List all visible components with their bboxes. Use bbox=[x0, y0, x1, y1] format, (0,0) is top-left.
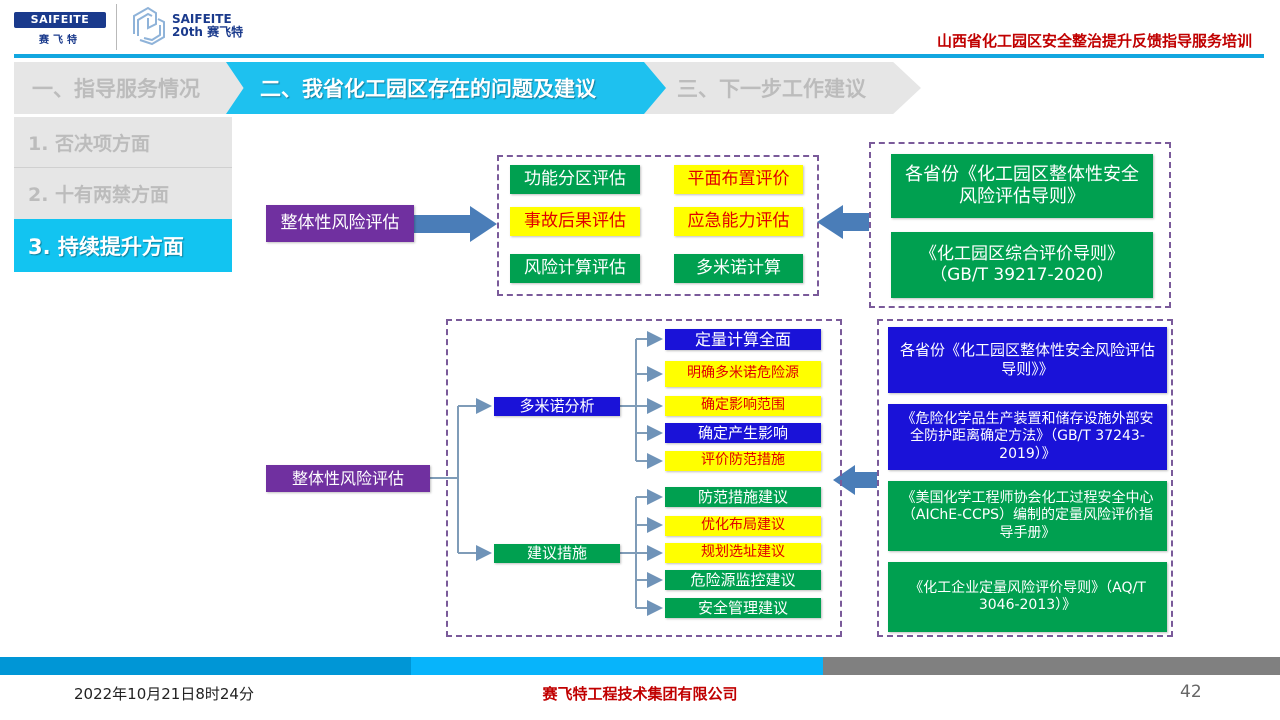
node-label: 整体性风险评估 bbox=[280, 212, 400, 233]
leaf-label: 规划选址建议 bbox=[701, 544, 785, 561]
logo2-line2: 20th 赛飞特 bbox=[172, 25, 244, 39]
footer-bar-segment bbox=[411, 657, 823, 675]
arrow-left-icon bbox=[817, 205, 869, 239]
logo-brand-text: SAIFEITE bbox=[14, 12, 106, 28]
item-label: 风险计算评估 bbox=[524, 257, 626, 278]
reference-label: 各省份《化工园区整体性安全风险评估导则》 bbox=[905, 163, 1139, 208]
reference-gbt-37243: 《危险化学品生产装置和储存设施外部安全防护距离确定方法》（GB/T 37243-… bbox=[888, 404, 1167, 470]
item-domino-calculation: 多米诺计算 bbox=[674, 254, 803, 283]
tab-label: 一、指导服务情况 bbox=[32, 77, 200, 101]
arrow-right-icon bbox=[413, 206, 497, 242]
branch-domino-analysis: 多米诺分析 bbox=[494, 397, 620, 416]
reference-gbt-39217: 《化工园区综合评价导则》（GB/T 39217-2020） bbox=[891, 232, 1153, 298]
logo-cn-text: 赛飞特 bbox=[39, 35, 81, 46]
submenu-item-ten-two[interactable]: 2. 十有两禁方面 bbox=[14, 168, 232, 219]
leaf-label: 确定影响范围 bbox=[701, 397, 785, 414]
leaf-quantitative-calculation: 定量计算全面 bbox=[665, 329, 821, 350]
item-risk-calculation: 风险计算评估 bbox=[510, 254, 640, 283]
tab-next-steps[interactable]: 三、下一步工作建议 bbox=[643, 62, 921, 114]
item-label: 多米诺计算 bbox=[696, 257, 781, 278]
branch-label: 建议措施 bbox=[526, 544, 587, 563]
leaf-label: 评价防范措施 bbox=[701, 452, 785, 469]
logo-divider bbox=[116, 4, 117, 50]
company-logo: SAIFEITE 赛飞特 bbox=[14, 8, 106, 48]
leaf-label: 安全管理建议 bbox=[697, 598, 788, 617]
item-functional-zoning: 功能分区评估 bbox=[510, 165, 640, 194]
leaf-determine-impact-range: 确定影响范围 bbox=[665, 396, 821, 416]
leaf-label: 优化布局建议 bbox=[701, 517, 785, 534]
item-label: 功能分区评估 bbox=[524, 168, 626, 189]
reference-label: 《化工企业定量风险评价导则》（AQ/T 3046-2013）》 bbox=[909, 579, 1146, 614]
submenu-label: 1. 否决项方面 bbox=[28, 132, 151, 155]
node-label: 整体性风险评估 bbox=[291, 468, 404, 488]
leaf-layout-optimization: 优化布局建议 bbox=[665, 516, 821, 536]
footer-datetime: 2022年10月21日8时24分 bbox=[74, 685, 254, 703]
bottom-references-group bbox=[877, 319, 1173, 637]
reference-label: 《化工园区综合评价导则》（GB/T 39217-2020） bbox=[920, 243, 1124, 285]
tab-label: 二、我省化工园区存在的问题及建议 bbox=[260, 77, 596, 101]
leaf-label: 危险源监控建议 bbox=[690, 570, 796, 589]
tab-guidance-service[interactable]: 一、指导服务情况 bbox=[14, 62, 246, 114]
branch-label: 多米诺分析 bbox=[519, 397, 595, 416]
reference-aiche-ccps: 《美国化学工程师协会化工过程安全中心（AIChE-CCPS）编制的定量风险评价指… bbox=[888, 481, 1167, 551]
header-divider bbox=[14, 54, 1264, 58]
submenu-item-veto[interactable]: 1. 否决项方面 bbox=[14, 117, 232, 168]
leaf-identify-domino-hazards: 明确多米诺危险源 bbox=[665, 361, 821, 387]
leaf-label: 确定产生影响 bbox=[697, 423, 788, 442]
anniversary-logo-text: SAIFEITE 20th 赛飞特 bbox=[172, 13, 243, 39]
leaf-determine-impact: 确定产生影响 bbox=[665, 423, 821, 443]
reference-provincial-guideline: 各省份《化工园区整体性安全风险评估导则》 bbox=[891, 154, 1153, 218]
reference-label: 《美国化学工程师协会化工过程安全中心（AIChE-CCPS）编制的定量风险评价指… bbox=[901, 489, 1154, 541]
tab-label: 三、下一步工作建议 bbox=[677, 77, 866, 101]
top-references-group bbox=[869, 142, 1171, 308]
footer-bar-segment bbox=[823, 657, 1280, 675]
leaf-safety-management: 安全管理建议 bbox=[665, 598, 821, 618]
leaf-label: 防范措施建议 bbox=[697, 487, 788, 506]
page-title: 山西省化工园区安全整治提升反馈指导服务培训 bbox=[936, 32, 1252, 50]
branch-recommended-measures: 建议措施 bbox=[494, 544, 620, 563]
item-layout-evaluation: 平面布置评价 bbox=[674, 165, 803, 194]
item-emergency-capability: 应急能力评估 bbox=[674, 207, 803, 236]
leaf-hazard-monitoring: 危险源监控建议 bbox=[665, 570, 821, 590]
assessment-items-group bbox=[497, 155, 819, 296]
leaf-label: 定量计算全面 bbox=[694, 329, 791, 349]
logo2-line1: SAIFEITE bbox=[172, 12, 232, 26]
submenu-label: 3. 持续提升方面 bbox=[28, 234, 184, 259]
leaf-site-selection: 规划选址建议 bbox=[665, 543, 821, 563]
item-label: 应急能力评估 bbox=[687, 210, 790, 231]
submenu-label: 2. 十有两禁方面 bbox=[28, 184, 170, 206]
item-accident-consequence: 事故后果评估 bbox=[510, 207, 640, 236]
reference-label: 《危险化学品生产装置和储存设施外部安全防护距离确定方法》（GB/T 37243-… bbox=[901, 410, 1154, 462]
leaf-evaluate-prevention: 评价防范措施 bbox=[665, 451, 821, 471]
reference-aqt-3046: 《化工企业定量风险评价导则》（AQ/T 3046-2013）》 bbox=[888, 562, 1167, 632]
reference-label: 各省份《化工园区整体性安全风险评估导则》》 bbox=[899, 341, 1155, 378]
footer-company: 赛飞特工程技术集团有限公司 bbox=[542, 685, 738, 703]
tab-problems-suggestions[interactable]: 二、我省化工园区存在的问题及建议 bbox=[226, 62, 666, 114]
reference-provincial-guideline-2: 各省份《化工园区整体性安全风险评估导则》》 bbox=[888, 327, 1167, 393]
leaf-prevention-suggestions: 防范措施建议 bbox=[665, 487, 821, 507]
submenu-item-continuous-improvement[interactable]: 3. 持续提升方面 bbox=[14, 219, 232, 272]
item-label: 事故后果评估 bbox=[524, 210, 626, 231]
anniversary-logo-icon bbox=[133, 6, 165, 46]
leaf-label: 明确多米诺危险源 bbox=[687, 365, 799, 382]
analysis-tree-group bbox=[446, 319, 842, 637]
footer-bar-segment bbox=[0, 657, 411, 675]
page-number: 42 bbox=[1180, 682, 1202, 702]
item-label: 平面布置评价 bbox=[687, 168, 790, 189]
root-node-overall-risk: 整体性风险评估 bbox=[266, 465, 430, 492]
source-node-overall-risk: 整体性风险评估 bbox=[266, 205, 414, 242]
